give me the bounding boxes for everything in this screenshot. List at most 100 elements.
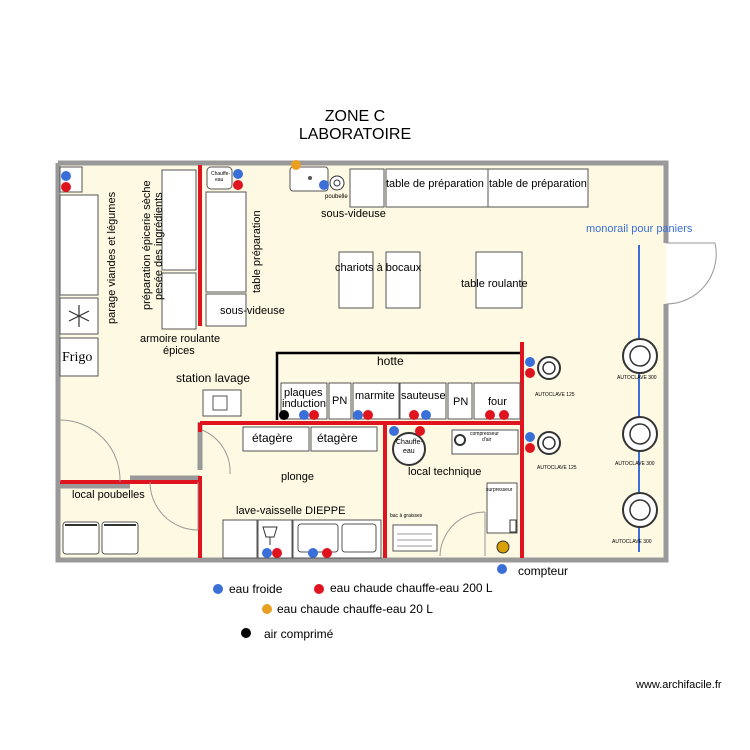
label-sous-videuse-top: sous-videuse bbox=[321, 208, 386, 220]
table-prep-2-box bbox=[487, 168, 589, 208]
pn2-box bbox=[447, 382, 473, 420]
hotte-outline bbox=[275, 351, 520, 420]
tap-icon bbox=[262, 526, 278, 545]
chariot-1 bbox=[338, 251, 374, 309]
title-zone: ZONE C bbox=[324, 108, 386, 125]
label-poubelle: poubelle bbox=[325, 194, 348, 200]
label-table-preparation-v: table préparation bbox=[251, 210, 263, 293]
plonge-inner-2 bbox=[341, 523, 377, 553]
etagere1-box bbox=[242, 426, 310, 452]
doors bbox=[59, 419, 486, 557]
eau-froide-points bbox=[61, 169, 535, 574]
table-roulante-box bbox=[475, 251, 523, 309]
air-points bbox=[279, 410, 289, 420]
label-autoclave-300-b: AUTOCLAVE 300 bbox=[615, 461, 655, 467]
autoclaves bbox=[537, 338, 658, 528]
chauffe-eau-tank bbox=[392, 432, 426, 466]
label-table-prep-2: table de préparation bbox=[489, 178, 587, 190]
table-preparation-v bbox=[205, 191, 247, 293]
label-chauffe-eau-1: Chauffe- bbox=[396, 439, 423, 446]
legend-eau-chaude-20: eau chaude chauffe-eau 20 L bbox=[277, 602, 433, 616]
label-hotte: hotte bbox=[377, 354, 404, 368]
label-surpresseur: surpresseur bbox=[486, 487, 513, 493]
label-table-roulante: table roulante bbox=[461, 278, 528, 290]
label-chariots: chariots à bocaux bbox=[335, 262, 422, 274]
watermark: www.archifacile.fr bbox=[636, 679, 722, 691]
label-bac-graisse: bac à graisses bbox=[390, 513, 423, 519]
bac-stripes bbox=[397, 533, 432, 547]
etagere2-box bbox=[310, 426, 378, 452]
label-plonge: plonge bbox=[281, 471, 315, 483]
label-plaques-2: induction bbox=[282, 398, 327, 410]
outer-walls bbox=[55, 160, 669, 563]
poubelle-2 bbox=[101, 521, 139, 555]
label-sous-videuse-left: sous-videuse bbox=[220, 305, 285, 317]
label-autoclave-125-b: AUTOCLAVE 125 bbox=[537, 465, 577, 471]
label-four: four bbox=[488, 396, 507, 408]
surpresseur-inner bbox=[509, 519, 517, 533]
label-compresseur-1: compresseur bbox=[470, 431, 499, 437]
label-marmite: marmite bbox=[355, 390, 395, 402]
label-pn1: PN bbox=[332, 395, 348, 407]
label-monorail: monorail pour paniers bbox=[586, 223, 693, 235]
armoire-table bbox=[161, 272, 197, 330]
poubelle-1 bbox=[62, 521, 100, 555]
title-room: LABORATOIRE bbox=[298, 126, 412, 143]
label-table-prep-1: table de préparation bbox=[386, 178, 484, 190]
eau-chaude-200-points bbox=[61, 180, 535, 558]
table-prep-1-box bbox=[385, 168, 489, 208]
sous-videuse-left-box bbox=[205, 293, 247, 327]
chauffe-eau-small bbox=[206, 166, 233, 190]
frigo-box bbox=[59, 337, 99, 377]
chariot-2 bbox=[385, 251, 421, 309]
label-compresseur-2: d'air bbox=[482, 437, 492, 443]
bac-graisse-box bbox=[392, 524, 438, 552]
legend-markers bbox=[213, 584, 324, 638]
drain-icon bbox=[308, 176, 312, 180]
station-lavage-inner bbox=[212, 395, 228, 411]
compresseur-icon bbox=[454, 434, 466, 446]
label-sauteuse: sauteuse bbox=[401, 390, 446, 402]
eau-chaude-20-points bbox=[291, 160, 301, 170]
label-frigo: Frigo bbox=[62, 350, 93, 365]
label-chauffe-eau-2: eau bbox=[403, 448, 415, 455]
parage-table bbox=[59, 194, 99, 296]
label-autoclave-125-a: AUTOCLAVE 125 bbox=[535, 392, 575, 398]
label-station-lavage: station lavage bbox=[176, 371, 251, 385]
station-lavage-box bbox=[202, 389, 242, 417]
label-plaques-1: plaques bbox=[284, 387, 323, 399]
legend-eau-chaude-200: eau chaude chauffe-eau 200 L bbox=[330, 581, 493, 595]
label-chauffe-eau-small-2: eau bbox=[215, 177, 224, 183]
furniture bbox=[59, 166, 589, 559]
label-lave-vaisselle: lave-vaisselle DIEPPE bbox=[236, 505, 346, 517]
label-chauffe-eau-small-1: Chauffe- bbox=[211, 171, 231, 177]
label-etagere-1: étagère bbox=[252, 431, 293, 445]
snowflake-icon bbox=[68, 305, 90, 327]
label-autoclave-300-a: AUTOCLAVE 300 bbox=[617, 375, 657, 381]
label-pn2: PN bbox=[453, 396, 469, 408]
label-parage: parage viandes et légumes bbox=[106, 191, 118, 324]
red-walls bbox=[60, 165, 524, 558]
label-armoire-2: épices bbox=[163, 345, 195, 357]
label-epicerie-2: pesée des ingrédients bbox=[153, 192, 165, 300]
pn1-box bbox=[328, 382, 352, 420]
right-door bbox=[665, 242, 717, 305]
label-local-poubelles: local poubelles bbox=[72, 489, 145, 501]
surpresseur-box bbox=[486, 482, 518, 534]
sous-videuse-top-box bbox=[349, 168, 385, 208]
legend-eau-froide: eau froide bbox=[229, 582, 283, 596]
compteur-icon bbox=[496, 540, 510, 554]
floor-area bbox=[58, 163, 666, 560]
plonge-inner-1 bbox=[297, 523, 339, 553]
plan-title: ZONE C LABORATOIRE bbox=[250, 108, 460, 144]
label-etagere-2: étagère bbox=[317, 431, 358, 445]
legend-air-comprime: air comprimé bbox=[264, 627, 334, 641]
label-local-technique: local technique bbox=[408, 466, 482, 478]
plonge-box-1 bbox=[222, 519, 258, 559]
label-epicerie-1: préparation épicerie sèche bbox=[141, 180, 153, 310]
label-armoire-1: armoire roulante bbox=[140, 333, 221, 345]
legend-compteur: compteur bbox=[518, 564, 569, 578]
epicerie-table bbox=[161, 169, 197, 271]
label-autoclave-300-c: AUTOCLAVE 300 bbox=[612, 539, 652, 545]
